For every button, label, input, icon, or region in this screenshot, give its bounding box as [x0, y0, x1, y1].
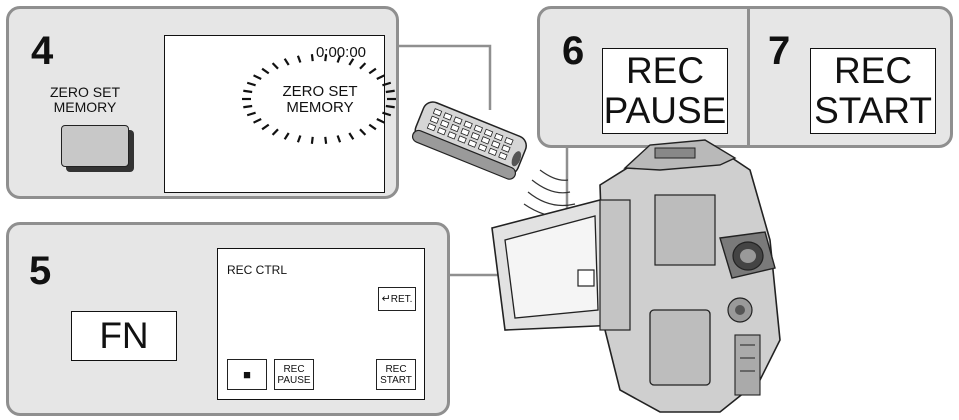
flash-tick [283, 132, 290, 140]
remote-button [501, 144, 511, 153]
step5-panel: 5 FN REC CTRL ↵RET. ■ REC PAUSE REC STAR… [6, 222, 450, 416]
flash-tick [271, 128, 279, 136]
step4-viewfinder-screen: 0:00:00 ZERO SET MEMORY [164, 35, 385, 193]
remote-button [467, 139, 478, 148]
remote-button [440, 119, 450, 128]
step6-number: 6 [562, 29, 585, 73]
remote-button [463, 120, 473, 129]
fn-button[interactable]: FN [71, 311, 177, 361]
step5-lcd-screen: REC CTRL ↵RET. ■ REC PAUSE REC START [217, 248, 425, 400]
remote-button [470, 132, 481, 141]
flash-tick [243, 89, 253, 94]
flash-tick [253, 118, 262, 124]
flash-tick [246, 111, 256, 117]
rec-start-button-small[interactable]: REC START [376, 359, 416, 390]
remote-button [477, 143, 488, 152]
remote-button [453, 116, 463, 125]
rec-start-button[interactable]: REC START [810, 48, 936, 134]
remote-button [429, 115, 440, 124]
remote-button [447, 131, 457, 140]
flash-tick [324, 54, 328, 62]
flash-tick [271, 62, 279, 70]
remote-button [498, 151, 508, 161]
flash-tick [382, 111, 392, 117]
remote-button [460, 127, 470, 137]
remote-button [432, 108, 443, 117]
flash-tick [376, 74, 385, 80]
remote-button [457, 135, 467, 144]
step5-number: 5 [29, 249, 52, 293]
stop-icon: ■ [243, 367, 251, 382]
flash-tick [336, 135, 342, 143]
step7-number: 7 [768, 29, 791, 73]
flash-tick [324, 136, 328, 144]
flash-tick [376, 118, 385, 124]
flashing-zero-set-memory: ZERO SET MEMORY [282, 83, 358, 116]
rec-pause-button-small[interactable]: REC PAUSE [274, 359, 314, 390]
rec-ctrl-title: REC CTRL [227, 263, 288, 277]
stop-button[interactable]: ■ [227, 359, 267, 390]
remote-button [450, 123, 460, 133]
ret-button[interactable]: ↵RET. [378, 287, 416, 311]
remote-button [437, 127, 447, 136]
flash-tick [368, 67, 377, 75]
step4-number: 4 [31, 29, 54, 73]
step4-panel: 4 ZERO SET MEMORY 0:00:00 ZERO SET MEMOR… [6, 6, 399, 199]
flash-tick [296, 135, 302, 143]
flash-tick [382, 81, 392, 87]
flash-tick [348, 132, 355, 140]
remote-button [491, 140, 501, 149]
time-counter: 0:00:00 [315, 44, 366, 61]
flash-tick [359, 62, 367, 70]
flash-tick [253, 74, 262, 80]
flash-tick [283, 58, 290, 66]
flash-tick [385, 89, 395, 94]
return-arrow-icon: ↵ [381, 292, 391, 305]
flash-tick [296, 55, 302, 63]
flash-tick [310, 54, 314, 62]
step6-7-panel: 6 REC PAUSE 7 REC START [537, 6, 953, 148]
flash-tick [310, 136, 314, 144]
remote-button [488, 147, 498, 157]
flash-tick [246, 81, 256, 87]
flash-tick [385, 104, 395, 109]
flash-tick [368, 123, 377, 131]
remote-button [504, 137, 514, 146]
zero-set-memory-label: ZERO SET MEMORY [49, 84, 120, 115]
flash-tick [261, 123, 270, 131]
flash-tick [348, 58, 355, 66]
rec-pause-button[interactable]: REC PAUSE [602, 48, 728, 134]
connector-step4 [397, 44, 492, 110]
remote-button [483, 128, 494, 138]
zero-set-memory-button[interactable] [61, 125, 129, 167]
flash-tick [336, 55, 342, 63]
remote-button [480, 136, 491, 145]
flash-tick [359, 128, 367, 136]
remote-button [473, 124, 484, 133]
remote-button [426, 122, 437, 132]
flash-tick [261, 67, 270, 75]
flash-tick [243, 104, 253, 109]
remote-button [443, 112, 453, 121]
panel-divider [747, 9, 750, 145]
remote-button [493, 132, 504, 142]
